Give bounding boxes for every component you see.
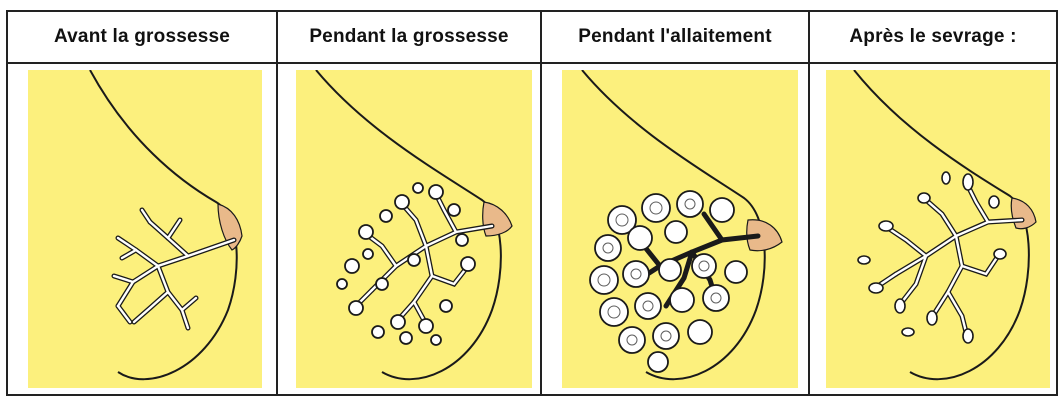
header-divider — [6, 62, 1058, 64]
header-during-pregnancy: Pendant la grossesse — [278, 12, 540, 62]
column-divider — [808, 10, 810, 396]
yellow-background — [826, 70, 1050, 388]
header-during-breastfeeding: Pendant l'allaitement — [542, 12, 808, 62]
illustration-during-breastfeeding — [552, 70, 798, 388]
illustration-before-pregnancy — [18, 70, 262, 388]
header-after-weaning: Après le sevrage : — [810, 12, 1056, 62]
illustration-during-pregnancy — [286, 70, 532, 388]
column-divider — [276, 10, 278, 396]
illustration-after-weaning — [818, 70, 1050, 388]
column-divider — [540, 10, 542, 396]
header-before-pregnancy: Avant la grossesse — [8, 12, 276, 62]
